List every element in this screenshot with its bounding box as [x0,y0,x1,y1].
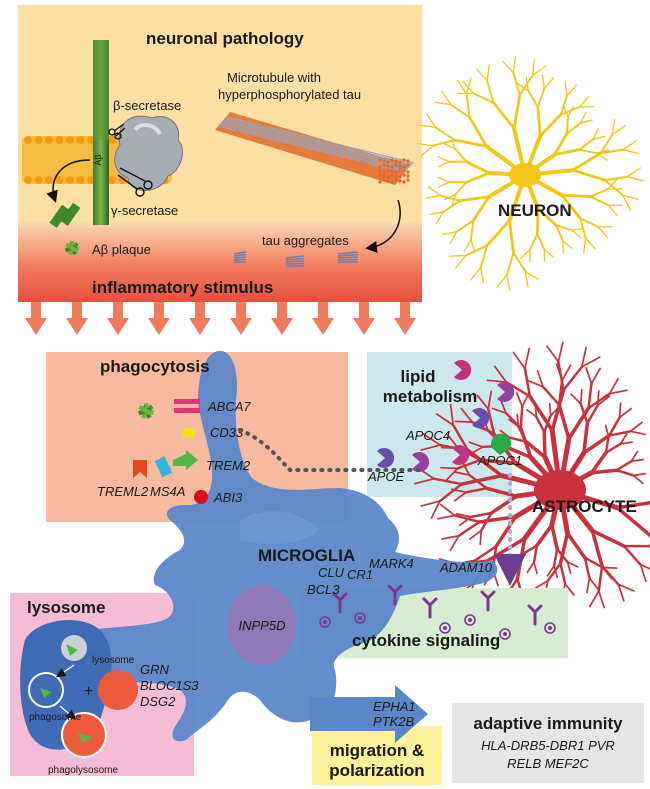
abeta-fragments [49,202,81,228]
tau-aggregates-label: tau aggregates [262,233,349,248]
lysosome-organelle [98,670,138,710]
gene-trem2: TREM2 [206,458,251,473]
apolipoprotein-receptors [377,360,515,473]
gene-bloc1s3: BLOC1S3 [140,678,199,693]
adaptive-title: adaptive immunity [473,714,623,733]
gene-apoe: APOE [367,469,404,484]
inflammatory-label: inflammatory stimulus [92,278,273,297]
neuron-cell [416,56,644,291]
adaptive-panel [452,703,644,783]
microglia-cell [49,350,498,742]
tau-arrow [365,199,401,253]
phagocytosis-title: phagocytosis [100,357,210,376]
gene-cr1: CR1 [347,567,373,582]
gene-abi3: ABI3 [213,490,243,505]
gene-mark4: MARK4 [369,556,414,571]
adaptive-genes-line1: HLA-DRB5-DBR1 PVR [481,738,615,753]
cd33-receptor [183,428,195,438]
pathology-title: neuronal pathology [146,29,304,48]
microtubule-label-line2: hyperphosphorylated tau [218,87,361,102]
microglia-label: MICROGLIA [258,546,355,565]
gene-dsg2: DSG2 [140,694,176,709]
gene-adam10: ADAM10 [439,560,493,575]
gene-epha1: EPHA1 [373,699,416,714]
adaptive-genes-line2: RELB MEF2C [507,756,589,771]
gene-abca7: ABCA7 [207,399,251,414]
abeta-plaque-label: Aβ plaque [92,242,151,257]
gene-ms4a: MS4A [150,484,185,499]
migration-title-line2: polarization [329,761,424,780]
lipid-panel [367,352,512,497]
lipid-title-line2: metabolism [383,387,477,406]
gene-apoc4: APOC4 [405,428,450,443]
migration-title-line1: migration & [330,741,424,760]
microtubule-label-line1: Microtubule with [227,70,321,85]
gamma-secretase-label: γ-secretase [111,203,178,218]
abeta-plaque-icon [137,403,154,419]
gene-cd33: CD33 [210,425,244,440]
cleavage-arrow [46,159,91,203]
trem2-receptor [173,450,198,470]
abeta-plaque-icon [64,241,80,256]
gene-grn: GRN [140,662,170,677]
phagolysosome-label: phagolysosome [48,765,118,776]
app-rod: Aβ [93,40,109,225]
scissors-icon [117,167,153,197]
migration-panel [312,726,442,785]
astrocyte-label: ASTROCYTE [532,497,637,516]
pathology-background [18,5,422,227]
microtubule [215,112,415,185]
lysosome-contents [20,619,138,758]
gene-apoc1: APOC1 [477,453,522,468]
lysosome-inner-label: lysosome [92,655,135,666]
cytokine-icons [319,584,556,640]
neuron-label: NEURON [498,201,572,220]
migration-arrow [310,685,428,743]
gene-ptk2b: PTK2B [373,714,415,729]
tau-aggregates-icon [233,251,359,267]
scissors-icon [108,123,126,140]
abeta-rod-label: Aβ [93,154,103,165]
gene-treml2: TREML2 [97,484,149,499]
inflammatory-arrows [25,302,416,335]
abi3-dot [194,490,208,504]
lysosome-title: lysosome [27,598,105,617]
cd33-apoe-link [238,428,422,472]
plus-sign: + [84,683,93,700]
treml2-receptor [133,460,147,478]
gene-clu: CLU [318,565,345,580]
secretase-complex [114,115,183,191]
gene-inpp5d: INPP5D [239,618,286,633]
lipid-title-line1: lipid [401,367,436,386]
gene-bcl3: BCL3 [307,582,340,597]
phagosome-label: phagosome [29,712,82,723]
abca7-receptor [174,399,200,413]
ms4a-receptor [154,456,173,478]
cytokine-title: cytokine signaling [352,631,500,650]
beta-secretase-label: β-secretase [113,98,181,113]
nucleus [228,585,296,665]
